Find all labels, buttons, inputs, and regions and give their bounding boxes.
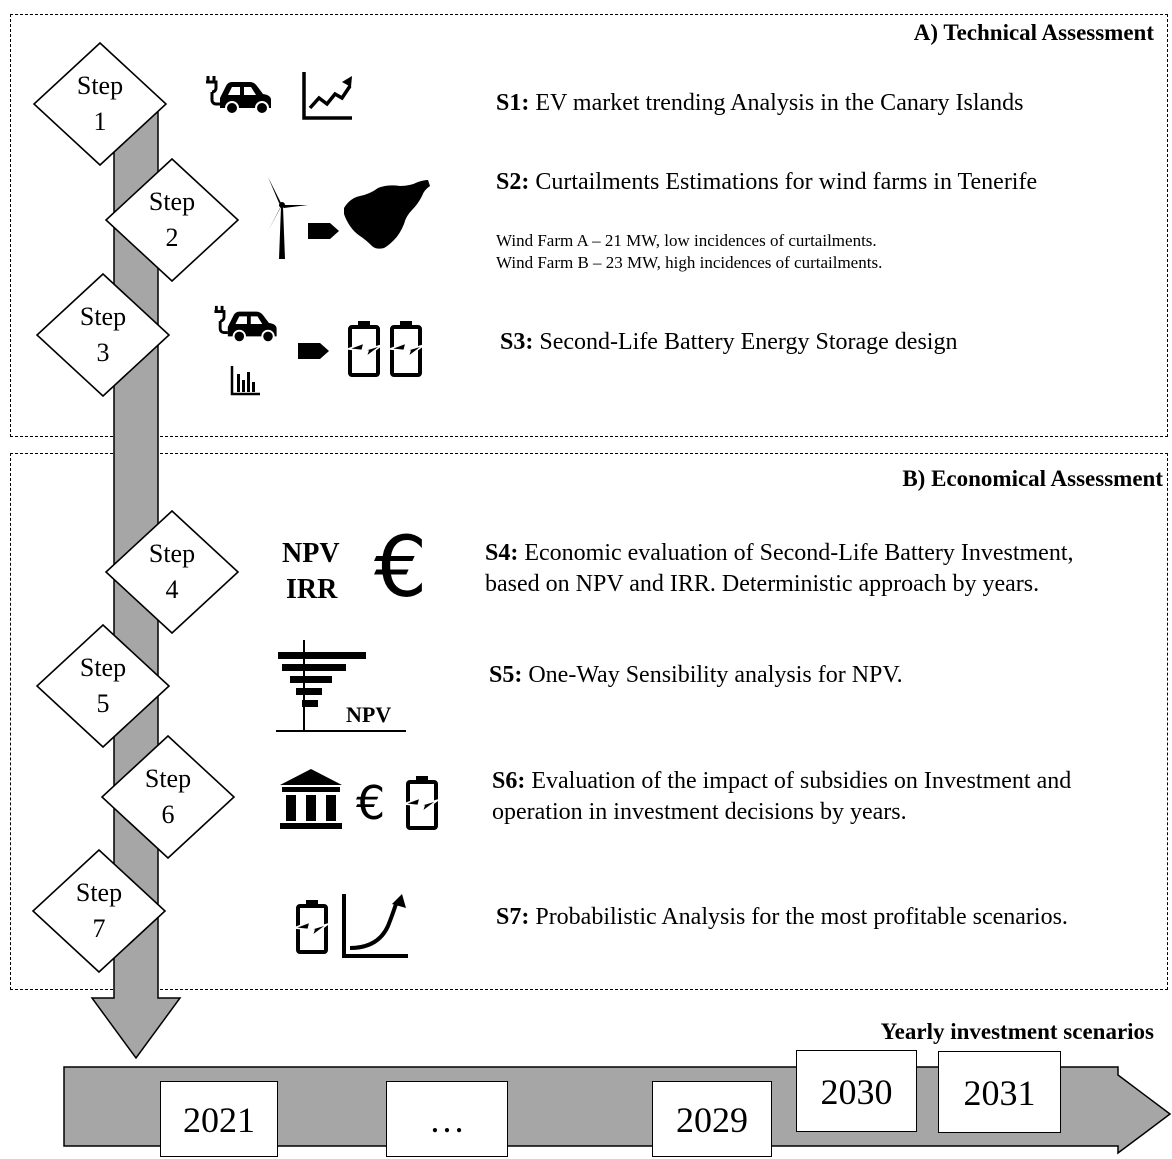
step-6-description: S6: Evaluation of the impact of subsidie…: [492, 766, 1071, 828]
wind-turbine-icon: [268, 177, 308, 259]
step-4-word: Step: [148, 539, 196, 568]
step-6-text-line2: operation in investment decisions by yea…: [492, 799, 907, 825]
step-4-description: S4: Economic evaluation of Second-Life B…: [485, 538, 1074, 600]
step-7-diamond: Step 7: [31, 848, 167, 974]
step-3-word: Step: [79, 302, 127, 331]
year-2030-box: 2030: [796, 1050, 917, 1132]
step-5-text: One-Way Sensibility analysis for NPV.: [522, 662, 903, 688]
step-6-text: Evaluation of the impact of subsidies on…: [525, 768, 1072, 794]
step-1-description: S1: EV market trending Analysis in the C…: [496, 88, 1023, 119]
step-7-word: Step: [75, 878, 123, 907]
battery-icon: [403, 776, 439, 830]
step-3-diamond: Step 3: [35, 272, 171, 398]
step-1-id: S1:: [496, 90, 530, 116]
step-5-id: S5:: [489, 662, 523, 688]
step-2-id: S2:: [496, 169, 530, 195]
year-2021-box: 2021: [160, 1081, 278, 1157]
step-2-word: Step: [148, 187, 196, 216]
step-1-number: 1: [93, 107, 107, 136]
step-1-diamond: Step 1: [32, 41, 168, 167]
step-4-diamond: Step 4: [104, 509, 240, 635]
step-2-diamond: Step 2: [104, 157, 240, 283]
year-2029-box: 2029: [652, 1081, 772, 1157]
step-2-text: Curtailments Estimations for wind farms …: [529, 169, 1038, 195]
ev-car-icon: [206, 76, 271, 115]
step-7-description: S7: Probabilistic Analysis for the most …: [496, 902, 1068, 933]
step-3-description: S3: Second-Life Battery Energy Storage d…: [500, 327, 957, 358]
arrow-right-icon: [308, 223, 339, 239]
step-6-number: 6: [161, 800, 175, 829]
step-4-text-line2: based on NPV and IRR. Deterministic appr…: [485, 571, 1040, 597]
year-ellipsis-box: …: [386, 1081, 508, 1157]
battery-icon: [293, 900, 329, 954]
step-6-word: Step: [144, 764, 192, 793]
step-5-description: S5: One-Way Sensibility analysis for NPV…: [489, 660, 903, 691]
step-1-word: Step: [76, 71, 124, 100]
step-5-diamond: Step 5: [35, 623, 171, 749]
step-5-word: Step: [79, 653, 127, 682]
bank-icon: [280, 769, 342, 829]
step-5-number: 5: [96, 689, 110, 718]
economical-assessment-title: B) Economical Assessment: [902, 466, 1163, 491]
technical-assessment-title: A) Technical Assessment: [913, 20, 1154, 45]
step-4-id: S4:: [485, 540, 519, 566]
arrow-right-icon: [298, 343, 329, 359]
step-4-text: Economic evaluation of Second-Life Batte…: [518, 540, 1074, 566]
step-2-number: 2: [165, 223, 179, 252]
economical-assessment-section: [10, 453, 1168, 990]
tenerife-island-icon: [344, 180, 430, 249]
step-3-id: S3:: [500, 329, 534, 355]
growth-curve-icon: [342, 894, 408, 958]
step-3-number: 3: [96, 338, 110, 367]
step-4-number: 4: [165, 575, 179, 604]
step-7-text: Probabilistic Analysis for the most prof…: [529, 904, 1068, 930]
trend-chart-icon: [302, 72, 352, 120]
battery-icon: [347, 321, 425, 377]
ev-car-icon: [214, 305, 277, 344]
technical-assessment-section: [10, 14, 1168, 437]
step-7-id: S7:: [496, 904, 530, 930]
timeline-title: Yearly investment scenarios: [880, 1019, 1154, 1044]
step-2-description: S2: Curtailments Estimations for wind fa…: [496, 167, 1037, 198]
step-7-number: 7: [92, 914, 106, 943]
bar-chart-icon: [230, 366, 260, 396]
step-3-text: Second-Life Battery Energy Storage desig…: [533, 329, 958, 355]
euro-icon: €: [374, 518, 428, 616]
euro-icon: €: [356, 776, 386, 830]
npv-label: NPV: [282, 538, 340, 569]
tornado-chart-icon: [276, 640, 406, 732]
step-6-id: S6:: [492, 768, 526, 794]
step-6-diamond: Step 6: [100, 734, 236, 860]
irr-label: IRR: [286, 574, 338, 605]
year-2031-box: 2031: [938, 1051, 1061, 1133]
wind-farm-a-note: Wind Farm A – 21 MW, low incidences of c…: [496, 231, 877, 250]
step-1-text: EV market trending Analysis in the Canar…: [529, 90, 1024, 116]
npv-axis-label: NPV: [346, 702, 392, 727]
wind-farm-b-note: Wind Farm B – 23 MW, high incidences of …: [496, 253, 883, 272]
